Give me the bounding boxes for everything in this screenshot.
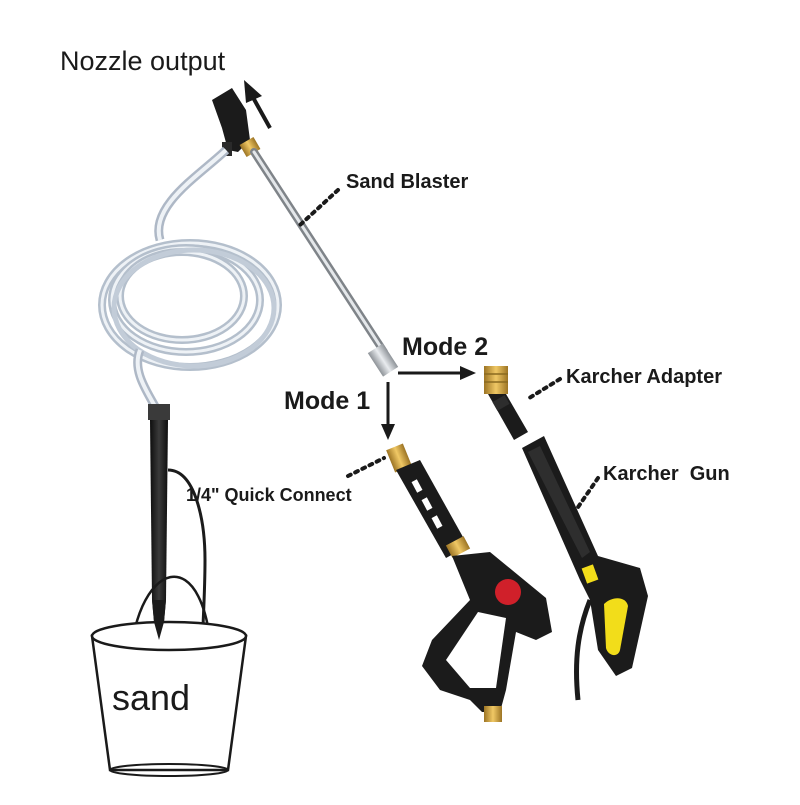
karcher-adapter: [484, 366, 528, 440]
mode-1-label: Mode 1: [284, 387, 371, 415]
probe-tip: [152, 600, 166, 640]
nozzle-head: [212, 88, 261, 158]
sand-label: sand: [112, 677, 191, 718]
leader-lines: [298, 188, 600, 515]
mode-2-arrow: [398, 366, 476, 380]
sand-blaster-wand: [250, 148, 399, 377]
sand-blaster-label: Sand Blaster: [346, 171, 469, 193]
karcher-gun: [522, 436, 648, 701]
quick-connect-gun: [386, 443, 552, 722]
karcher-gun-label: Karcher Gun: [603, 463, 730, 485]
quick-connect-label: 1/4" Quick Connect: [186, 485, 352, 505]
mode-1-arrow: [381, 382, 395, 440]
nozzle-output-arrow: [244, 80, 272, 129]
sand-bucket: [90, 575, 248, 777]
nozzle-output-label: Nozzle output: [60, 46, 226, 76]
mode-2-label: Mode 2: [402, 333, 489, 361]
siphon-hose: [98, 146, 282, 411]
karcher-adapter-label: Karcher Adapter: [566, 366, 722, 388]
